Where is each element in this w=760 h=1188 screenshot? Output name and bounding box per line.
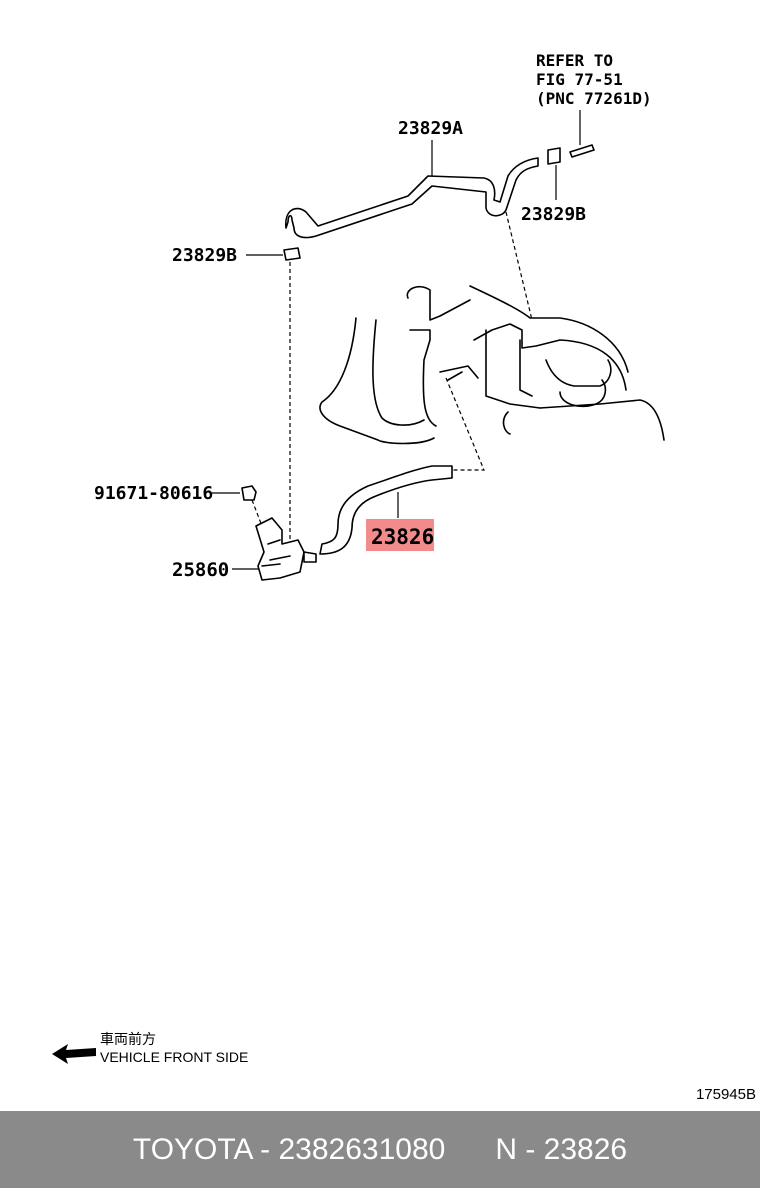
- callout-23829B-right: 23829B: [521, 204, 586, 225]
- footer-spacer: [445, 1133, 495, 1167]
- callout-23826: 23826: [371, 525, 434, 549]
- hose-23829A: [285, 157, 539, 239]
- valve-icon: [255, 517, 317, 581]
- footer-bar: TOYOTA - 2382631080 N - 23826: [0, 1111, 760, 1188]
- front-label-japanese: 車両前方: [100, 1031, 156, 1047]
- dashed-guide-bolt: [251, 499, 263, 527]
- footer-part-number: TOYOTA - 2382631080: [132, 1132, 446, 1166]
- callout-91671-80616: 91671-80616: [94, 483, 213, 504]
- highlight-23826: [366, 519, 434, 551]
- clip-right-icon: [547, 147, 561, 165]
- refer-line-3: (PNC 77261D): [536, 89, 652, 108]
- refer-note: REFER TO FIG 77-51 (PNC 77261D): [536, 51, 652, 108]
- engine-body-sketch: [319, 285, 665, 445]
- front-label-english: VEHICLE FRONT SIDE: [100, 1049, 249, 1065]
- front-arrow-icon: [52, 1044, 96, 1064]
- vehicle-front-indicator: 車両前方 VEHICLE FRONT SIDE: [50, 1030, 310, 1070]
- refer-line-2: FIG 77-51: [536, 70, 623, 89]
- callout-25860: 25860: [172, 559, 229, 581]
- callout-23829A: 23829A: [398, 118, 463, 139]
- refer-line-1: REFER TO: [536, 51, 613, 70]
- refer-pipe: [569, 144, 595, 158]
- footer-ref: N - 23826: [495, 1132, 628, 1166]
- parts-diagram: REFER TO FIG 77-51 (PNC 77261D) 23829A 2…: [94, 51, 665, 581]
- hose-23826: [319, 465, 453, 555]
- bolt-icon: [241, 485, 257, 501]
- dashed-guide-23826: [445, 377, 485, 471]
- dashed-guide-right: [505, 211, 533, 321]
- clip-left-icon: [283, 247, 301, 261]
- callout-23829B-left: 23829B: [172, 245, 237, 266]
- figure-number: 175945B: [695, 1086, 756, 1103]
